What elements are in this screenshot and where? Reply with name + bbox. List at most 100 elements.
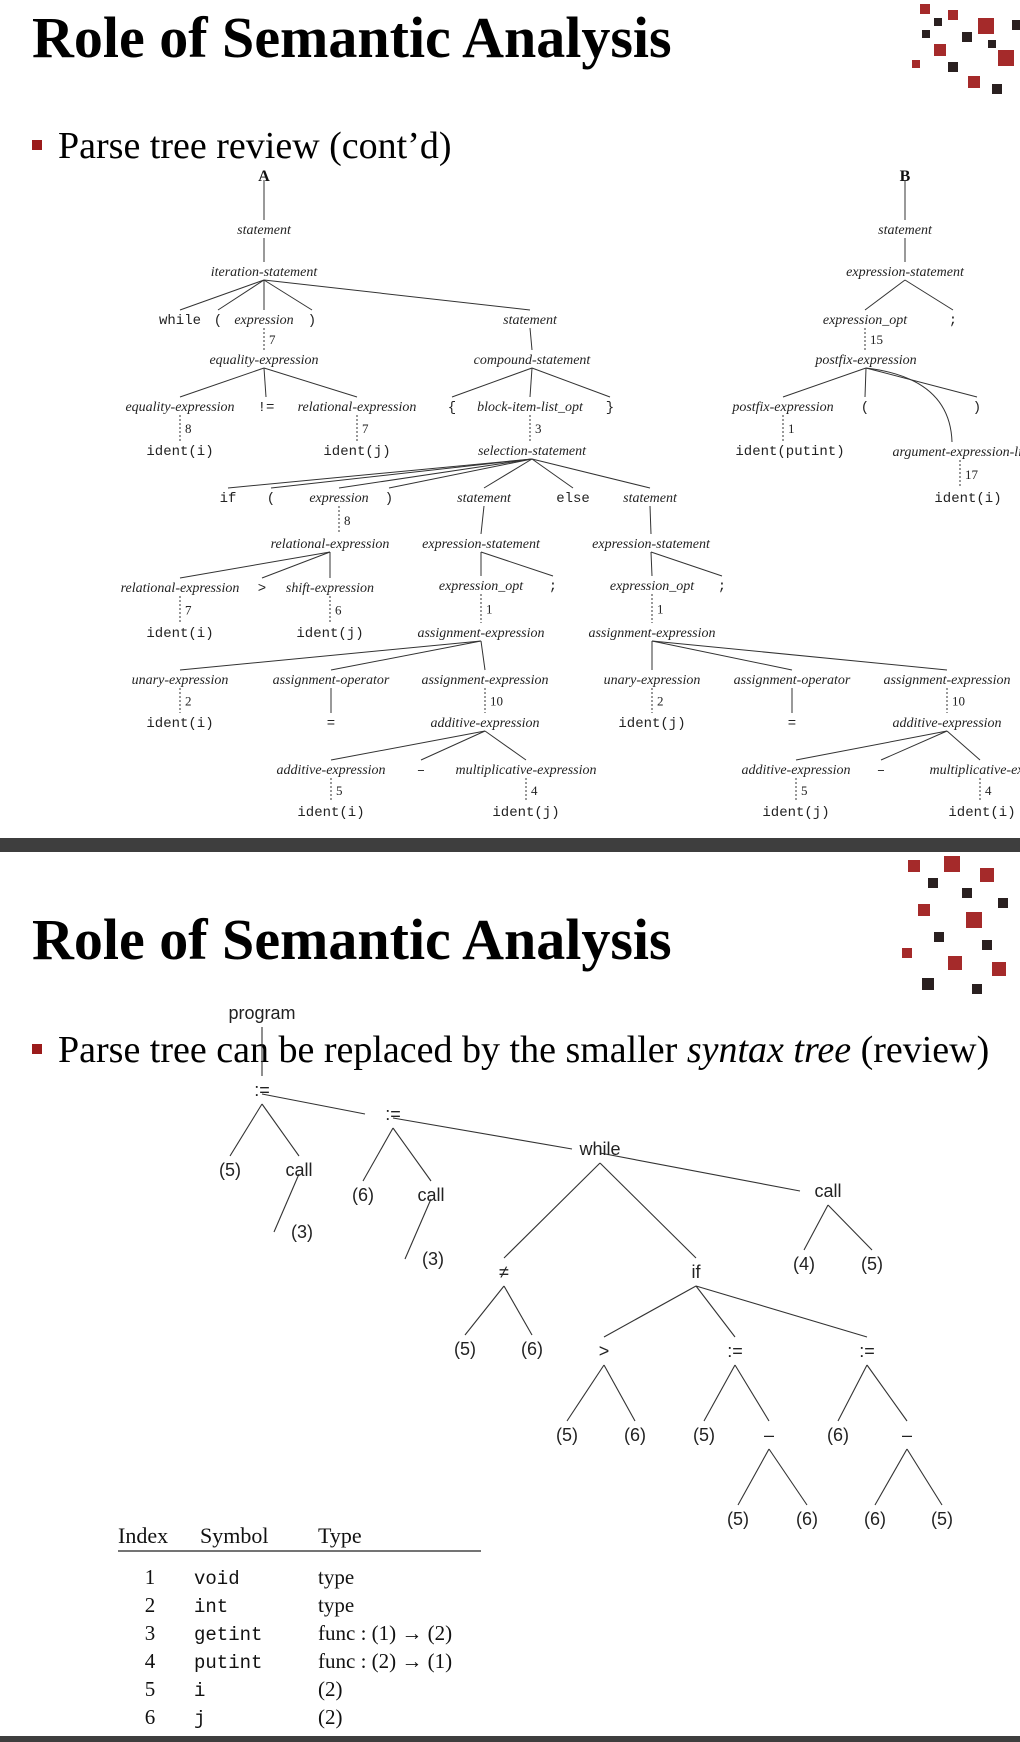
parse-tree-node: ( — [861, 400, 869, 416]
parse-tree-edge — [480, 505, 485, 535]
parse-tree-node: additive-expression — [892, 716, 1001, 731]
syntax-tree-node: (6) — [827, 1425, 849, 1445]
parse-tree-edge — [338, 458, 533, 489]
parse-tree-node: ident(i) — [934, 491, 1001, 507]
parse-tree-edge — [451, 367, 533, 398]
parse-tree-node: additive-expression — [741, 763, 850, 778]
symbol-table-index: 6 — [145, 1705, 156, 1729]
parse-tree-node: argument-expression-lis — [892, 445, 1020, 460]
parse-tree-edge — [864, 367, 867, 398]
parse-tree-edge — [179, 551, 331, 579]
syntax-tree-node: := — [385, 1104, 401, 1124]
parse-tree-node: assignment-operator — [273, 673, 390, 688]
parse-tree-node: assignment-expression — [421, 673, 548, 688]
slide-2-bullet-italic: syntax tree — [686, 1029, 852, 1071]
syntax-tree-node: (6) — [864, 1509, 886, 1529]
parse-tree-edge — [330, 730, 486, 761]
syntax-tree-node: (3) — [291, 1222, 313, 1242]
slide-2: Role of Semantic Analysis Parse tree can… — [0, 852, 1020, 1742]
parse-tree-step-number: 10 — [490, 694, 503, 709]
parse-tree-node: ident(i) — [146, 444, 213, 460]
syntax-tree-edge — [503, 1285, 533, 1336]
syntax-tree-edge — [273, 1173, 300, 1233]
parse-tree-step-number: 5 — [336, 783, 343, 798]
parse-tree-edge — [480, 551, 554, 577]
syntax-tree-edge — [503, 1162, 601, 1259]
parse-tree-edge — [483, 458, 533, 489]
symbol-table-symbol: void — [194, 1568, 240, 1590]
parse-tree-step-number: 5 — [801, 783, 808, 798]
parse-tree-edge — [531, 458, 574, 489]
symbol-table-type: func : (2) → (1) — [318, 1649, 452, 1673]
slide-2-title: Role of Semantic Analysis — [32, 907, 672, 972]
parse-tree-edge — [880, 730, 948, 761]
syntax-tree-node: := — [859, 1341, 875, 1361]
syntax-tree-edge — [734, 1364, 770, 1422]
syntax-tree-node: (3) — [422, 1249, 444, 1269]
parse-tree-node: unary-expression — [132, 673, 229, 688]
parse-tree-node: relational-expression — [298, 400, 417, 415]
parse-tree-node: additive-expression — [430, 716, 539, 731]
parse-tree-node: selection-statement — [478, 444, 587, 459]
parse-tree-edge — [649, 505, 652, 535]
symbol-table-type: (2) — [318, 1705, 343, 1729]
syntax-tree-edge — [866, 1364, 908, 1422]
parse-tree-node: ; — [949, 313, 957, 329]
syntax-tree-node: call — [285, 1160, 312, 1180]
syntax-tree-edge — [837, 1364, 868, 1422]
syntax-tree-edge — [874, 1448, 908, 1506]
parse-tree-node: equality-expression — [125, 400, 234, 415]
parse-tree-step-number: 8 — [344, 513, 351, 528]
syntax-tree-node: (5) — [556, 1425, 578, 1445]
parse-tree-edge — [651, 640, 793, 671]
slide-1-title: Role of Semantic Analysis — [32, 5, 672, 70]
parse-tree-edge — [904, 279, 954, 311]
parse-tree-edge — [263, 367, 267, 398]
parse-tree-edge — [946, 730, 981, 761]
bullet-square-icon — [32, 140, 42, 151]
parse-tree-edge — [480, 640, 486, 671]
parse-tree-node: statement — [878, 223, 933, 238]
syntax-tree-edge — [566, 1364, 605, 1422]
syntax-tree-edge — [768, 1448, 808, 1506]
syntax-tree-edge — [906, 1448, 943, 1506]
slide-2-bullet-text-1: Parse tree can be replaced by the smalle… — [58, 1029, 687, 1071]
parse-tree-node: statement — [503, 313, 558, 328]
syntax-tree-node: (5) — [727, 1509, 749, 1529]
symbol-table-type: type — [318, 1565, 354, 1589]
symbol-table-index: 2 — [145, 1593, 156, 1617]
parse-tree-node: assignment-expression — [588, 626, 715, 641]
slide-1-bullet-text: Parse tree review (cont’d) — [58, 125, 452, 167]
parse-tree-node: if — [220, 491, 237, 507]
symbol-table-header: Index — [118, 1523, 168, 1548]
parse-tree-edge — [261, 551, 331, 579]
embroidery-ornament-icon — [912, 4, 1020, 94]
parse-tree-edge — [865, 367, 953, 443]
parse-tree-edge — [263, 279, 313, 311]
parse-tree-node: assignment-expression — [883, 673, 1010, 688]
parse-tree-edge — [227, 458, 533, 489]
parse-tree-step-number: 2 — [657, 694, 664, 709]
syntax-tree-node: (6) — [352, 1185, 374, 1205]
parse-tree-node: relational-expression — [271, 537, 390, 552]
parse-tree-node: block-item-list_opt — [477, 400, 584, 415]
parse-tree-node: expression-statement — [422, 537, 541, 552]
syntax-tree-edge — [392, 1127, 432, 1182]
parse-tree-node: assignment-expression — [417, 626, 544, 641]
parse-tree-edge — [217, 279, 265, 311]
syntax-tree-node: (5) — [454, 1339, 476, 1359]
parse-tree-node: ident(j) — [492, 805, 559, 821]
parse-tree-edge — [650, 551, 653, 577]
symbol-table-symbol: putint — [194, 1652, 262, 1674]
parse-tree-edge — [782, 367, 867, 398]
syntax-tree-node: call — [417, 1185, 444, 1205]
parse-tree-node: ; — [549, 579, 557, 595]
parse-tree-node: assignment-operator — [734, 673, 851, 688]
embroidery-ornament-icon — [902, 856, 1008, 994]
parse-tree-node: postfix-expression — [814, 353, 916, 368]
syntax-tree-node: while — [578, 1139, 620, 1159]
parse-tree-node: > — [258, 581, 266, 597]
syntax-tree-node: – — [902, 1425, 912, 1445]
parse-tree-node: ident(i) — [948, 805, 1015, 821]
parse-tree-edge — [179, 279, 265, 311]
